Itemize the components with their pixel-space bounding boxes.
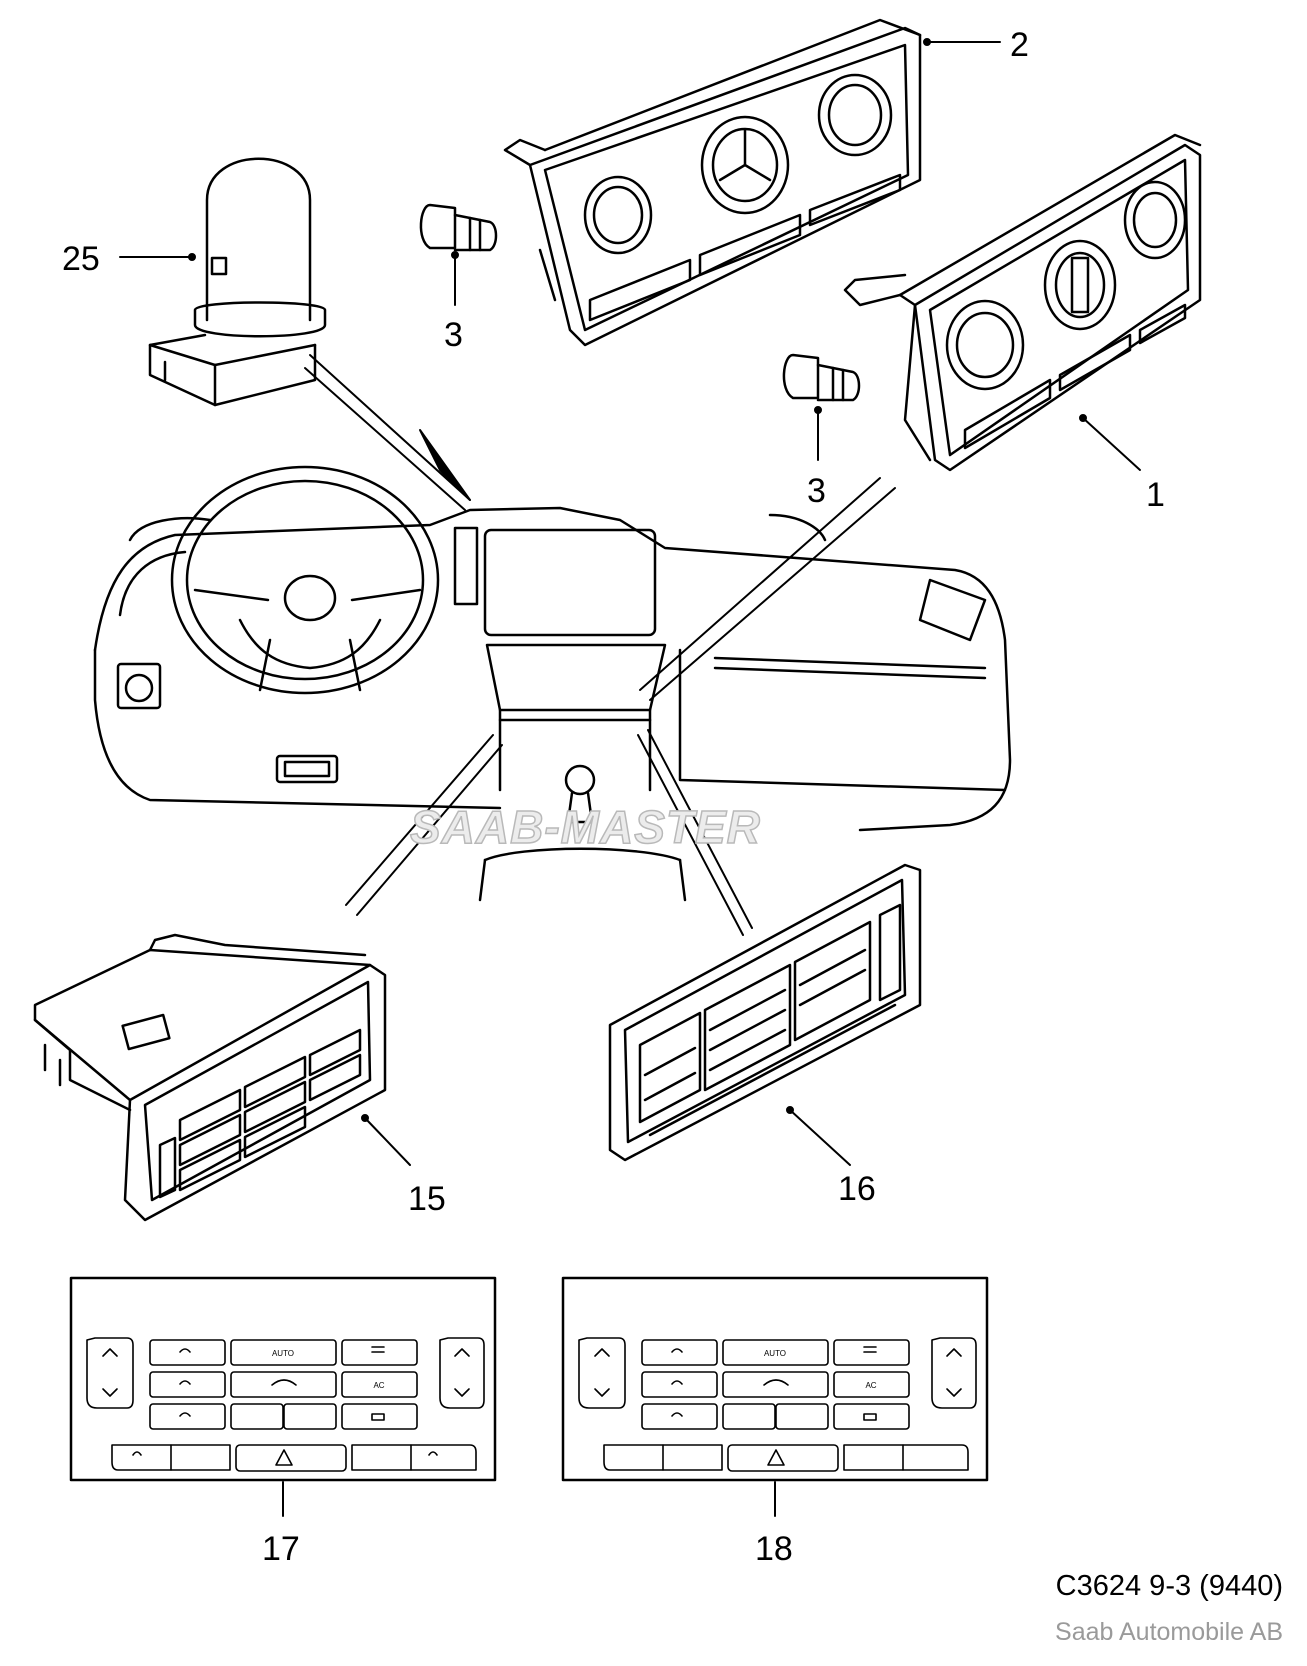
panel-17-ac-label: AC (373, 1381, 384, 1390)
callout-15: 15 (408, 1180, 446, 1218)
callout-1: 1 (1146, 476, 1165, 514)
panel-17-auto-label: AUTO (272, 1349, 294, 1358)
dashboard-illustration (93, 465, 1012, 902)
panel-18-ac-label: AC (865, 1381, 876, 1390)
part-15-acc-unit (33, 933, 387, 1222)
callout-3-upper: 3 (444, 316, 463, 354)
callout-16: 16 (838, 1170, 876, 1208)
callout-3-lower: 3 (807, 472, 826, 510)
leader-lines (119, 38, 1141, 1517)
diagram-code: C3624 9-3 (9440) (1055, 1570, 1283, 1602)
part-3-screw-upper (419, 203, 498, 252)
part-2-climate-panel-manual (503, 18, 922, 347)
panel-18-auto-label: AUTO (764, 1349, 786, 1358)
part-18-button-panel (561, 1276, 989, 1482)
callout-25: 25 (62, 240, 100, 278)
part-25-bulb (148, 157, 327, 407)
part-17-button-panel (69, 1276, 497, 1482)
company-name: Saab Automobile AB (1055, 1618, 1283, 1646)
watermark: SAAB-MASTER (409, 800, 761, 854)
part-1-climate-panel-auto (843, 133, 1202, 472)
callout-18: 18 (755, 1530, 793, 1568)
callout-2: 2 (1010, 26, 1029, 64)
part-16-panel-frame (608, 863, 922, 1162)
callout-17: 17 (262, 1530, 300, 1568)
part-3-screw-lower (782, 353, 861, 402)
